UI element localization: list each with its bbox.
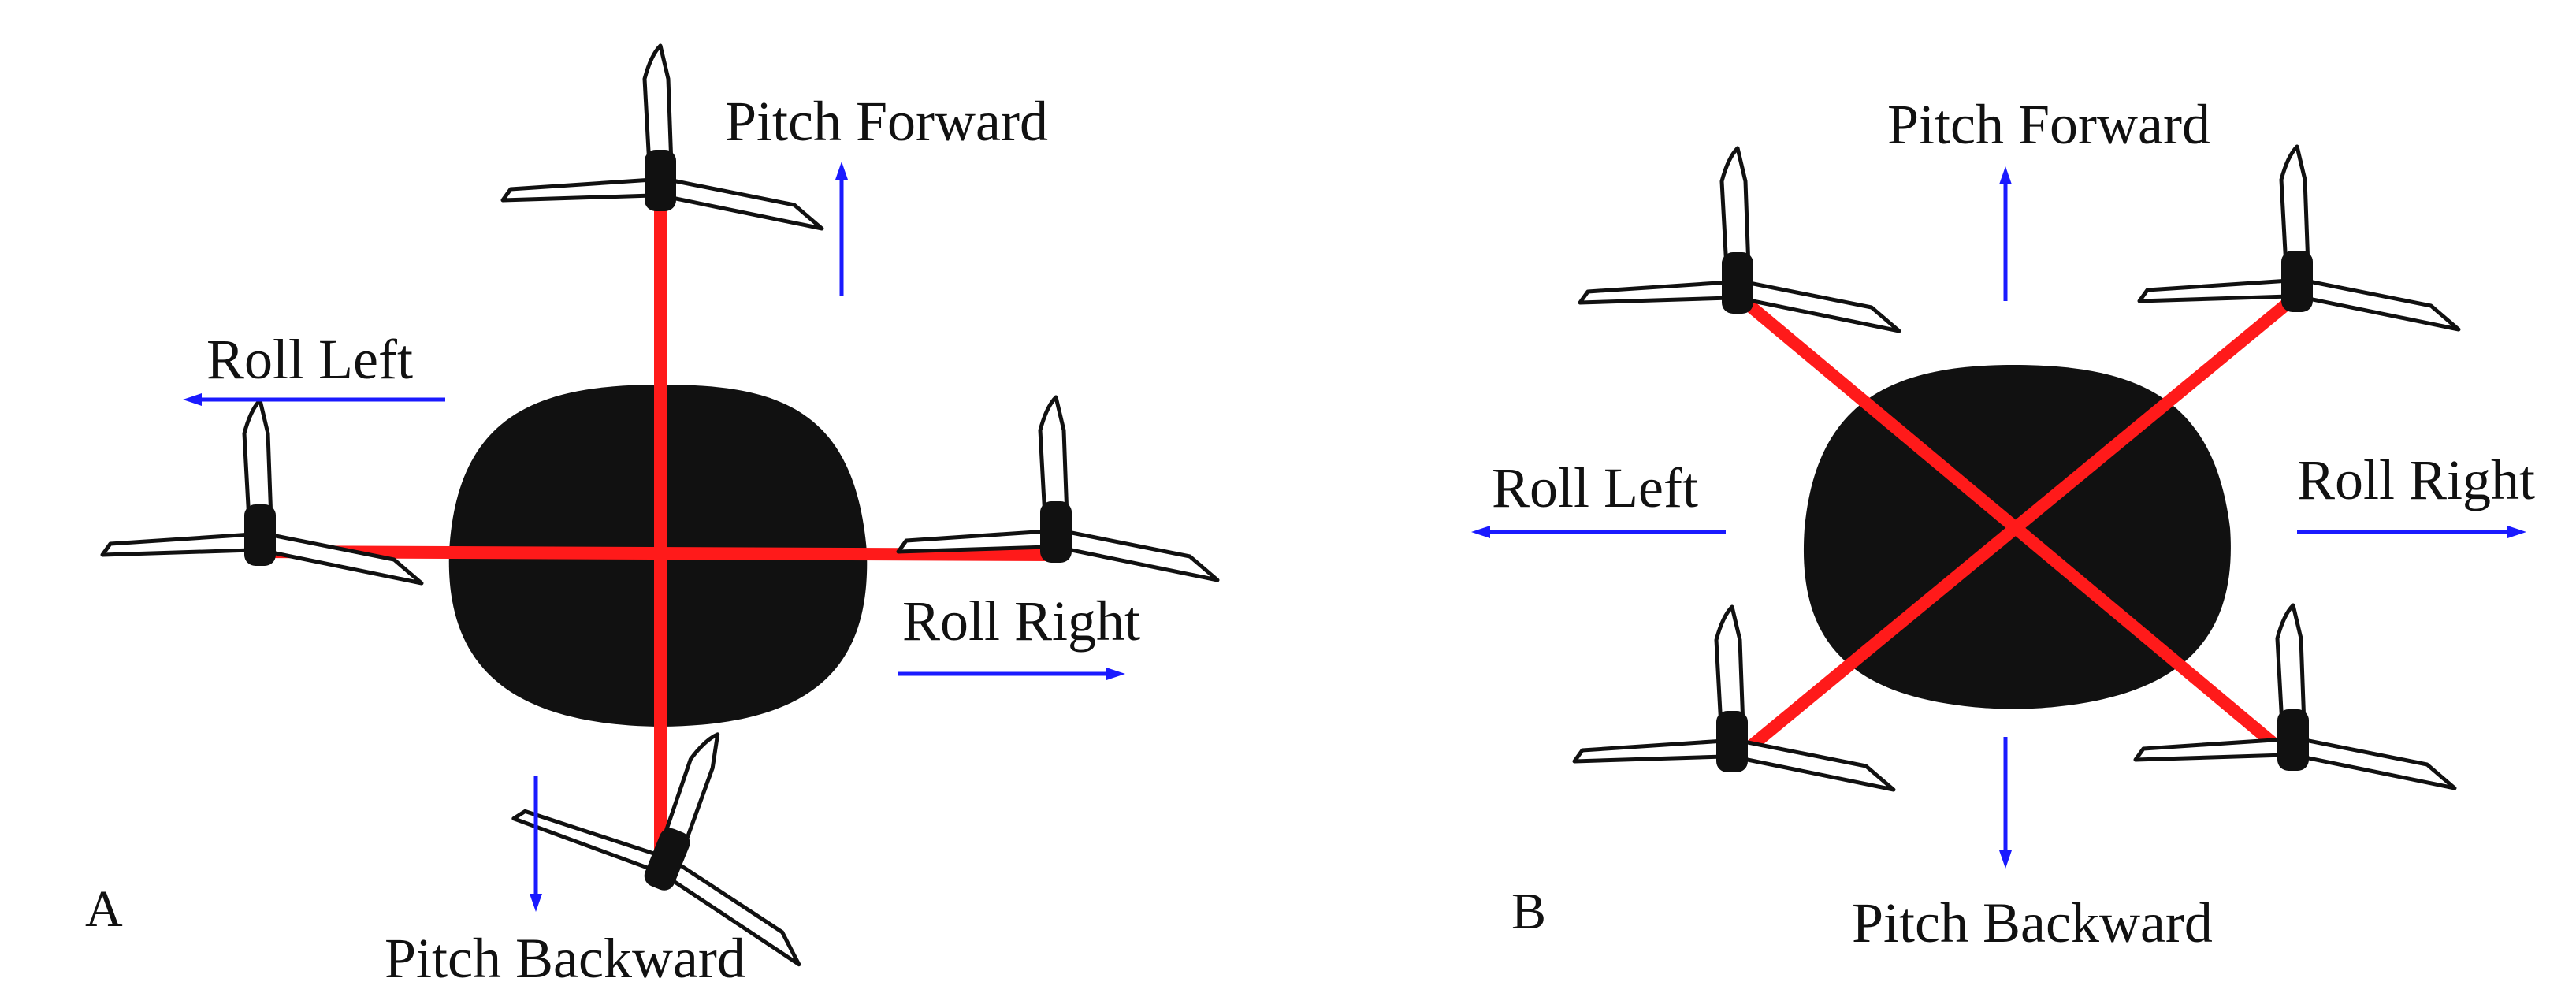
panel-a-arrow-pitch-backward <box>530 776 542 912</box>
panel-b-label-pitch-forward: Pitch Forward <box>1887 93 2210 156</box>
panel-a-label-pitch-backward: Pitch Backward <box>385 927 745 990</box>
panel-a-letter: A <box>85 880 123 938</box>
panel-b-arrow-pitch-backward <box>1999 737 2012 869</box>
panel-a-label-roll-left: Roll Left <box>206 328 413 391</box>
panel-b-label-pitch-backward: Pitch Backward <box>1852 891 2213 954</box>
panel-b-arrow-roll-right <box>2297 526 2526 538</box>
panel-a-arrow-roll-left <box>183 393 445 406</box>
panel-b-label-roll-right: Roll Right <box>2297 448 2535 511</box>
panel-b-rotor-front-right <box>2139 147 2459 329</box>
panel-a-label-pitch-forward: Pitch Forward <box>725 90 1048 153</box>
panel-a-arrow-pitch-forward <box>835 162 848 296</box>
panel-b-arrow-pitch-forward <box>1999 166 2012 301</box>
panel-b-arrow-roll-left <box>1471 526 1726 538</box>
panel-b: Pitch Forward Pitch Backward Roll Left R… <box>1471 93 2535 954</box>
panel-b-arm-diagonal-2 <box>1727 289 2303 767</box>
panel-b-label-roll-left: Roll Left <box>1492 456 1698 519</box>
panel-a-label-roll-right: Roll Right <box>902 590 1140 653</box>
panel-a: Pitch Forward Pitch Backward Roll Left R… <box>85 46 1217 990</box>
panel-a-rotor-left <box>102 400 422 583</box>
panel-b-rotor-front-left <box>1580 148 1899 331</box>
panel-b-letter: B <box>1511 883 1546 940</box>
panel-a-arrow-roll-right <box>898 668 1125 680</box>
panel-a-arm-horizontal <box>254 545 1062 561</box>
